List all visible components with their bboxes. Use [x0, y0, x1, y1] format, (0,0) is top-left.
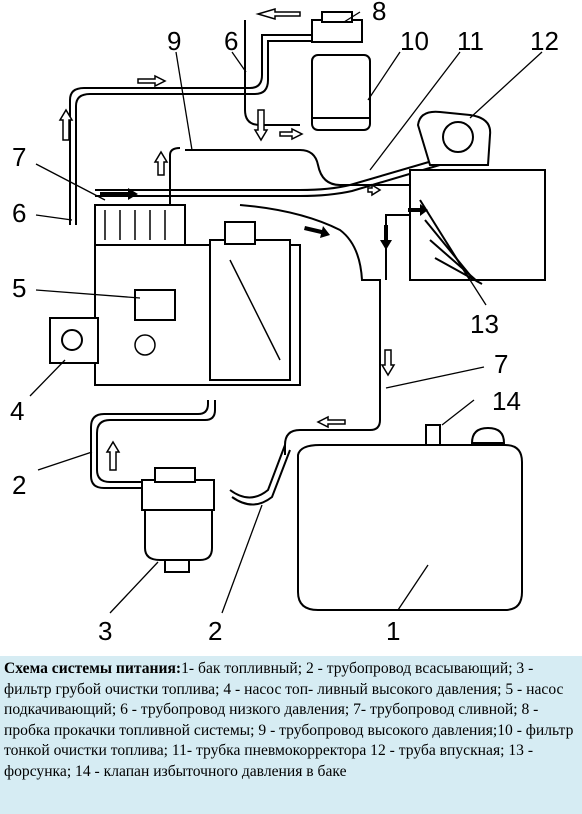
label-2-left: 2 [12, 470, 26, 500]
label-12: 12 [530, 26, 559, 56]
fuel-tank [297, 424, 523, 611]
injection-pump [49, 204, 301, 386]
label-7-left: 7 [12, 142, 26, 172]
leader-lines [29, 11, 543, 614]
label-3: 3 [98, 616, 112, 646]
label-14: 14 [492, 386, 521, 416]
caption-text: 1- бак топливный; 2 - трубопровод всасыв… [4, 660, 574, 780]
fine-filter [311, 11, 371, 131]
label-6-top: 6 [224, 26, 238, 56]
label-2-bottom: 2 [208, 616, 222, 646]
caption-title: Схема системы питания: [4, 660, 182, 677]
label-13: 13 [470, 309, 499, 339]
label-11: 11 [457, 26, 484, 56]
injectors [419, 199, 483, 285]
label-5: 5 [12, 273, 26, 303]
coarse-filter [141, 467, 215, 573]
pipe-suction-tank [229, 444, 286, 499]
label-4: 4 [10, 396, 24, 426]
label-6-left: 6 [12, 198, 26, 228]
pipe-return-7 [239, 204, 381, 455]
pipe-low-pressure [69, 34, 320, 225]
label-8: 8 [372, 0, 386, 26]
label-7-right: 7 [494, 349, 508, 379]
flow-arrows-dark [100, 188, 428, 250]
flow-arrows [58, 7, 396, 471]
pipe-suction-2 [96, 400, 216, 483]
pipe-high-pressure-9 [185, 149, 440, 186]
label-10: 10 [400, 26, 429, 56]
intake-pipe [409, 110, 546, 281]
label-1: 1 [386, 616, 400, 646]
fuel-system-diagram: 8 9 6 10 11 12 7 6 5 4 13 7 14 2 3 2 1 [10, 0, 559, 646]
caption: Схема системы питания:1- бак топливный; … [0, 656, 582, 814]
pipe-pneumo-11 [95, 149, 471, 191]
label-9: 9 [167, 26, 181, 56]
